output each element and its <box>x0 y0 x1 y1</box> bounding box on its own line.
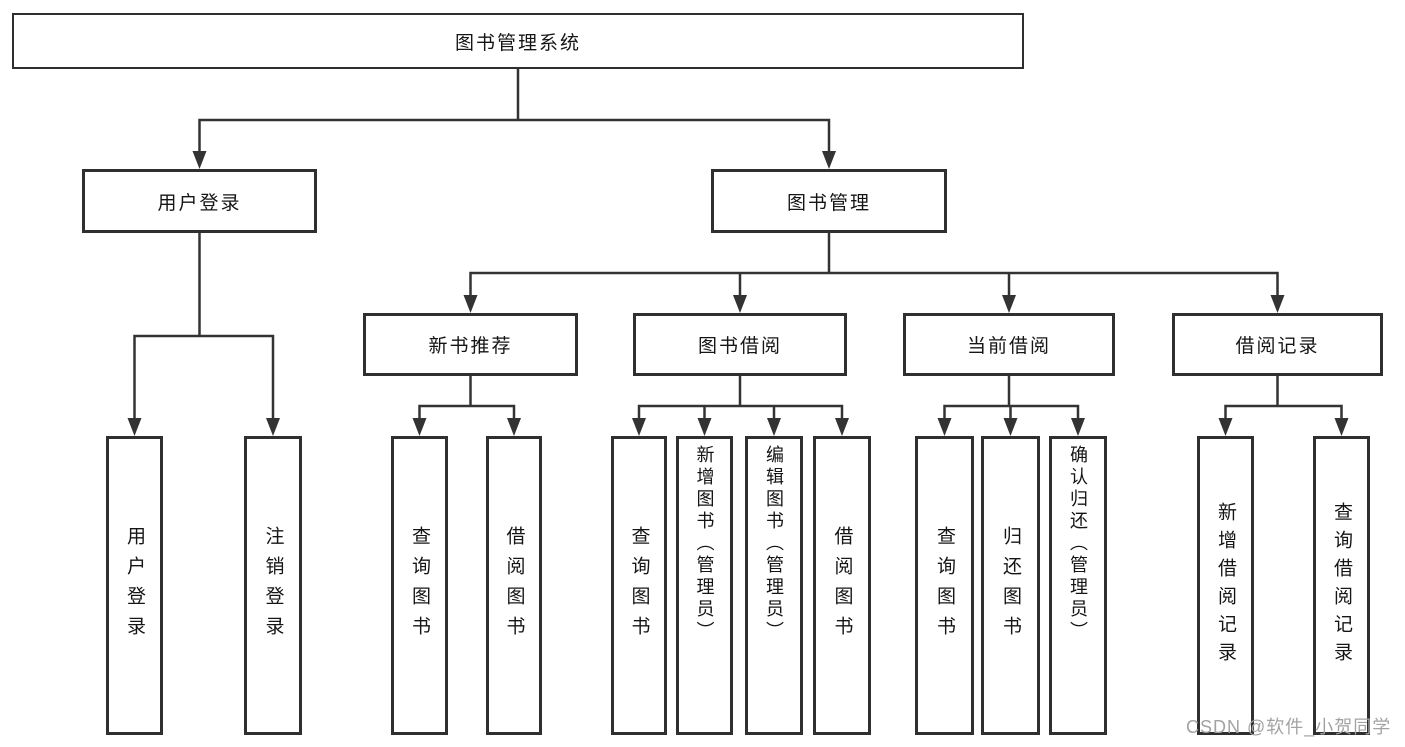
leaf-query-books-recommend: 查询图书 <box>391 436 448 735</box>
connector-current-borrow-children <box>943 376 1080 419</box>
leaf-query-books-borrow: 查询图书 <box>611 436 667 735</box>
leaf-confirm-return-admin: 确认归还（管理员） <box>1049 436 1107 735</box>
connector-new-books-children <box>418 376 516 419</box>
csdn-watermark: CSDN @软件_小贺同学 <box>1186 717 1392 737</box>
connector-root-to-level2 <box>198 69 831 152</box>
arrowheads-user-login-children <box>127 418 280 436</box>
arrowheads-current-borrow-children <box>937 418 1085 436</box>
arrowheads-book-mgmt-groups <box>463 295 1285 313</box>
node-book-management: 图书管理 <box>711 169 947 233</box>
node-book-borrow: 图书借阅 <box>633 313 847 376</box>
leaf-borrow-books: 借阅图书 <box>813 436 871 735</box>
node-root-system: 图书管理系统 <box>12 13 1024 69</box>
leaf-query-books-current: 查询图书 <box>915 436 974 735</box>
node-borrow-records: 借阅记录 <box>1172 313 1383 376</box>
leaf-query-borrow-record: 查询借阅记录 <box>1313 436 1370 735</box>
connector-borrow-records-children <box>1224 376 1343 419</box>
arrowheads-book-borrow-children <box>632 418 849 436</box>
leaf-edit-books-admin: 编辑图书（管理员） <box>745 436 803 735</box>
node-current-borrow: 当前借阅 <box>903 313 1115 376</box>
node-new-book-recommend: 新书推荐 <box>363 313 578 376</box>
leaf-logout: 注销登录 <box>244 436 302 735</box>
leaf-user-login: 用户登录 <box>106 436 163 735</box>
leaf-borrow-books-recommend: 借阅图书 <box>486 436 542 735</box>
connector-user-login-children <box>133 233 275 419</box>
connector-book-borrow-children <box>637 376 844 419</box>
arrowheads-root-to-level2 <box>192 151 836 169</box>
leaf-return-books: 归还图书 <box>981 436 1040 735</box>
node-user-login: 用户登录 <box>82 169 317 233</box>
leaf-add-books-admin: 新增图书（管理员） <box>676 436 733 735</box>
arrowheads-borrow-records-children <box>1218 418 1349 436</box>
arrowheads-new-books-children <box>412 418 521 436</box>
connector-book-mgmt-groups <box>469 233 1279 296</box>
leaf-add-borrow-record: 新增借阅记录 <box>1197 436 1254 735</box>
